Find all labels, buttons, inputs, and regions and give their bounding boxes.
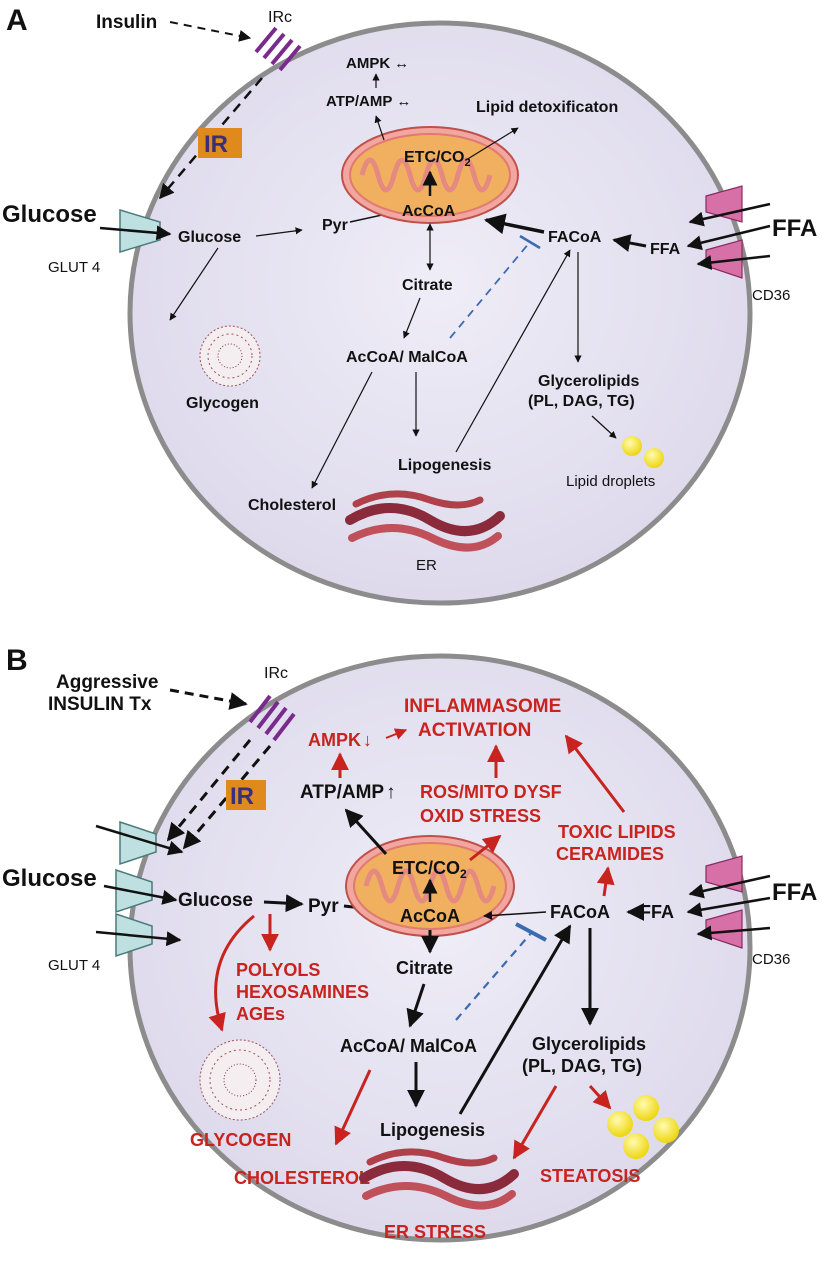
ampk-label-a: AMPK↔ [346, 55, 409, 72]
ffa-inside-label-a: FFA [650, 241, 681, 258]
lipid-droplet-icon [622, 436, 642, 456]
glycerolipids-label-b: Glycerolipids [532, 1034, 646, 1054]
panel-a: A IRc Insulin IR Glucose GLUT 4 Glucose … [2, 4, 817, 606]
atp-amp-label-a: ATP/AMP↔ [326, 93, 411, 110]
inflammasome-label-2: ACTIVATION [418, 720, 531, 741]
lipogenesis-label-b: Lipogenesis [380, 1120, 485, 1140]
er-stress-label: ER STRESS [384, 1222, 486, 1242]
irc-label-a: IRc [268, 9, 292, 26]
inhibition-line-a [449, 241, 531, 339]
glut4-label-b: GLUT 4 [48, 957, 100, 974]
citrate-label-b: Citrate [396, 958, 453, 978]
polyols-label-1: POLYOLS [236, 960, 320, 980]
lipid-droplet-icon [644, 448, 664, 468]
etc-label-a: ETC/CO2 [404, 149, 471, 169]
glucose-outside-label-b: Glucose [2, 865, 97, 892]
insulin-receptor-icon [254, 26, 302, 72]
er-organelle-icon-b [359, 1148, 519, 1210]
ffa-outside-label-b: FFA [772, 879, 817, 906]
glycerolipids-sub-label-a: (PL, DAG, TG) [528, 393, 635, 410]
lipid-droplets-label: Lipid droplets [566, 473, 655, 490]
cell-membrane-a [127, 20, 753, 606]
lipid-droplet-cluster-icon [607, 1095, 679, 1159]
glycerolipids-sub-label-b: (PL, DAG, TG) [522, 1056, 642, 1076]
cholesterol-label-a: Cholesterol [248, 497, 336, 514]
cell-membrane-b [127, 653, 753, 1243]
irc-label-b: IRc [264, 665, 288, 682]
accoa-malcoa-label-b: AcCoA/ MalCoA [340, 1036, 477, 1056]
citrate-label-a: Citrate [402, 277, 453, 294]
ffa-inside-label-b: FFA [640, 902, 674, 922]
ir-label-a: IR [204, 131, 228, 158]
steatosis-label: STEATOSIS [540, 1166, 640, 1186]
panel-a-letter: A [6, 4, 28, 37]
pyr-label-b: Pyr [308, 896, 339, 917]
accoa-label-a: AcCoA [402, 203, 456, 220]
glycogen-label-a: Glycogen [186, 395, 259, 412]
ir-label-b: IR [230, 783, 254, 810]
accoa-label-b: AcCoA [400, 906, 460, 926]
ros-label-1: ROS/MITO DYSF [420, 782, 562, 802]
aggressive-label-2: INSULIN Tx [48, 694, 152, 715]
er-label-a: ER [416, 557, 437, 574]
cd36-transporter-icon-b [705, 855, 743, 949]
toxic-lipids-label-1: TOXIC LIPIDS [558, 822, 676, 842]
panel-b: B IRc Aggressive INSULIN Tx IR Glucose G… [2, 644, 817, 1243]
pyr-label-a: Pyr [322, 217, 348, 234]
insulin-receptor-icon [248, 694, 296, 742]
lipid-detox-label: Lipid detoxificaton [476, 99, 618, 116]
inhibition-line-b [455, 931, 533, 1021]
ir-box-a [198, 128, 242, 158]
atp-amp-label-b: ATP/AMP↑ [300, 782, 396, 803]
ir-box-b [226, 780, 266, 810]
polyols-label-3: AGEs [236, 1004, 285, 1024]
facoa-label-b: FACoA [550, 902, 610, 922]
cd36-label-a: CD36 [752, 287, 790, 304]
insulin-label: Insulin [96, 12, 157, 33]
glycogen-granule-icon [199, 325, 261, 387]
ampk-label-b: AMPK↓ [308, 730, 372, 750]
er-organelle-icon-a [345, 490, 505, 552]
panel-b-letter: B [6, 644, 28, 677]
glycogen-granule-icon [199, 1039, 281, 1121]
facoa-label-a: FACoA [548, 229, 602, 246]
ffa-outside-label-a: FFA [772, 215, 817, 242]
glut4-label-a: GLUT 4 [48, 259, 100, 276]
cd36-transporter-icon-a [705, 185, 743, 279]
ros-label-2: OXID STRESS [420, 806, 541, 826]
glucose-outside-label-a: Glucose [2, 201, 97, 228]
lipogenesis-label-a: Lipogenesis [398, 457, 491, 474]
cd36-label-b: CD36 [752, 951, 790, 968]
glycogen-label-b: GLYCOGEN [190, 1130, 291, 1150]
glucose-inside-label-a: Glucose [178, 229, 241, 246]
etc-label-b: ETC/CO2 [392, 858, 467, 881]
cholesterol-label-b: CHOLESTEROL [234, 1168, 370, 1188]
glycerolipids-label-a: Glycerolipids [538, 373, 639, 390]
aggressive-label-1: Aggressive [56, 672, 158, 693]
glucose-inside-label-b: Glucose [178, 890, 253, 911]
accoa-malcoa-label-a: AcCoA/ MalCoA [346, 349, 468, 366]
polyols-label-2: HEXOSAMINES [236, 982, 369, 1002]
inflammasome-label-1: INFLAMMASOME [404, 696, 561, 717]
toxic-lipids-label-2: CERAMIDES [556, 844, 664, 864]
